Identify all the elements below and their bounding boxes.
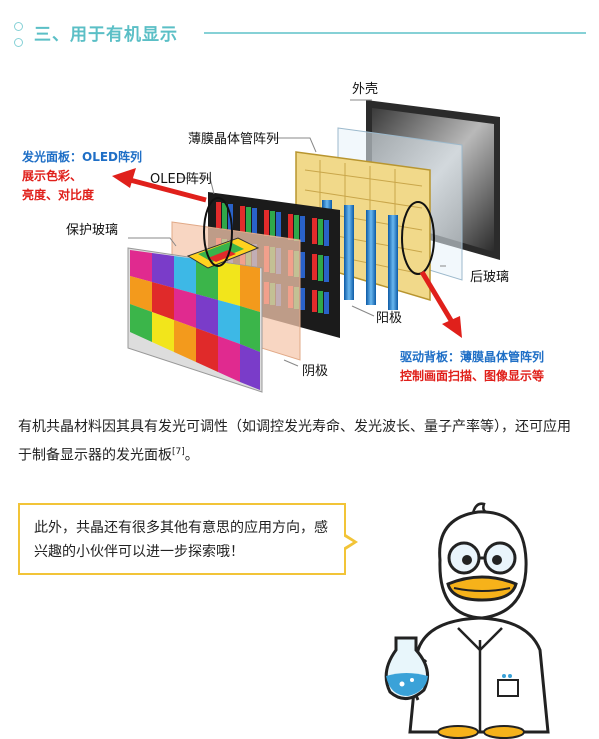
body-paragraph: 有机共晶材料因其具有发光可调性（如调控发光寿命、发光波长、量子产率等），还可应用… (18, 415, 584, 469)
label-tft-array: 薄膜晶体管阵列 (188, 132, 280, 147)
label-cathode: 阴极 (302, 364, 329, 379)
leader-lines (128, 99, 446, 367)
emitting-panel-line2: 亮度、对比度 (22, 188, 95, 202)
section-heading: 三、用于有机显示 (14, 18, 586, 52)
heading-rule (204, 32, 586, 34)
duck-scientist-icon (384, 502, 550, 739)
oled-layers-svg (112, 99, 500, 393)
label-protective-glass: 保护玻璃 (66, 223, 119, 238)
paragraph-text: 有机共晶材料因其具有发光可调性（如调控发光寿命、发光波长、量子产率等），还可应用… (18, 419, 571, 464)
oled-exploded-diagram: 外壳 薄膜晶体管阵列 OLED阵列 保护玻璃 后玻璃 阳极 阴极 发光面板：OL… (0, 70, 599, 400)
tft-highlight-ellipse (401, 201, 435, 275)
driving-backplane-callout: 驱动背板：薄膜晶体管阵列 控制画面扫描、图像显示等 (400, 348, 544, 386)
protective-glass-layer (127, 247, 263, 393)
right-red-arrow (419, 270, 462, 338)
label-oled-array: OLED阵列 (150, 172, 212, 187)
oled-highlight-ellipse (203, 197, 233, 267)
label-anode: 阳极 (376, 311, 403, 326)
label-rear-glass: 后玻璃 (470, 270, 510, 285)
label-outer-shell: 外壳 (352, 82, 379, 97)
citation-ref[interactable]: [7] (172, 447, 185, 457)
heading-dots-icon (14, 22, 24, 54)
emitting-panel-title: 发光面板：OLED阵列 (22, 150, 143, 164)
left-red-arrow (112, 168, 207, 203)
driving-backplane-title: 驱动背板：薄膜晶体管阵列 (400, 350, 545, 364)
bubble-text: 此外，共晶还有很多其他有意思的应用方向，感兴趣的小伙伴可以进一步探索哦！ (34, 520, 328, 560)
emitting-panel-line1: 展示色彩、 (22, 169, 83, 183)
speech-bubble: 此外，共晶还有很多其他有意思的应用方向，感兴趣的小伙伴可以进一步探索哦！ (18, 503, 346, 575)
emitting-panel-callout: 发光面板：OLED阵列 展示色彩、 亮度、对比度 (22, 148, 142, 205)
paragraph-end: 。 (184, 447, 199, 464)
section-title: 三、用于有机显示 (34, 25, 178, 45)
driving-backplane-line1: 控制画面扫描、图像显示等 (400, 369, 545, 383)
